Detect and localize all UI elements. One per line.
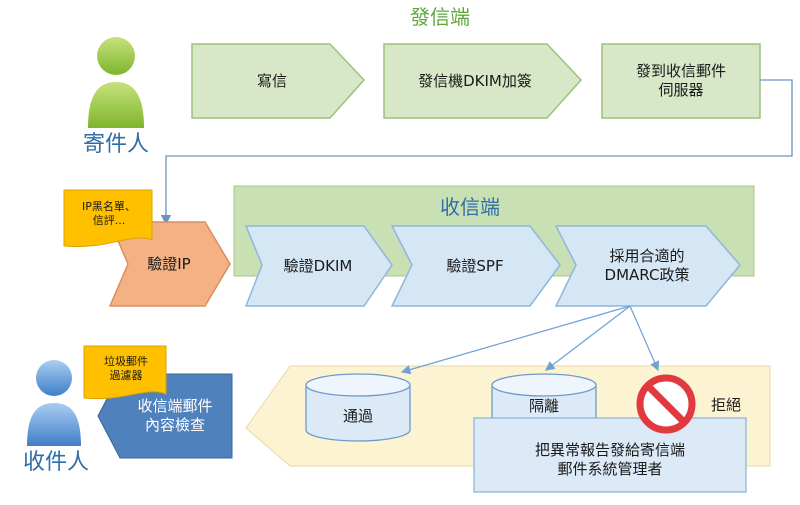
step-verify-ip-label: 驗證IP	[147, 254, 191, 273]
step-inbox-check-label: 收信端郵件 內容檢查	[137, 397, 213, 434]
step-sign-dkim-shape	[383, 43, 583, 119]
reject-icon	[636, 374, 696, 434]
sender-person-icon	[88, 37, 144, 128]
recipient-person-icon	[27, 360, 81, 446]
arrow-to-quarantine	[545, 305, 631, 371]
connector-sender-to-ip	[160, 79, 793, 226]
note-ip-blacklist-shape	[63, 189, 153, 248]
step-verify-dkim-shape	[244, 225, 393, 307]
recipient-person-label: 收件人	[22, 450, 89, 476]
step-write-shape	[191, 43, 366, 119]
step-send-to-server-shape	[601, 43, 761, 119]
step-dmarc-policy-shape	[554, 225, 741, 307]
pass-cylinder	[305, 373, 411, 442]
sender-section-title: 發信端	[410, 4, 470, 29]
outcome-pass-label: 通過	[342, 406, 373, 425]
step-verify-dkim-label: 驗證DKIM	[283, 256, 353, 275]
step-send-to-server-label: 發到收信郵件 伺服器	[635, 62, 726, 99]
receiver-section-title: 收信端	[440, 194, 500, 219]
report-text-label: 把異常報告發給寄信端 郵件系統管理者	[534, 441, 685, 478]
step-write-label: 寫信	[256, 71, 287, 90]
outcome-quarantine-label: 隔離	[528, 396, 559, 415]
step-verify-spf-label: 驗證SPF	[446, 256, 504, 275]
step-sign-dkim-label: 發信機DKIM加簽	[418, 71, 532, 90]
step-verify-ip-shape	[108, 221, 231, 307]
arrow-to-reject	[629, 305, 660, 372]
step-dmarc-policy-label: 採用合適的 DMARC政策	[604, 247, 690, 284]
note-ip-blacklist-label: IP黑名單、 信評...	[82, 199, 136, 227]
outcome-reject-label: 拒絕	[710, 395, 741, 414]
sender-person-label: 寄件人	[82, 132, 149, 158]
step-verify-spf-shape	[390, 225, 561, 307]
note-spam-filter-label: 垃圾郵件 過濾器	[104, 354, 148, 382]
arrow-to-pass	[400, 305, 631, 375]
note-spam-filter-shape	[83, 345, 167, 400]
report-box-shape	[473, 417, 747, 493]
